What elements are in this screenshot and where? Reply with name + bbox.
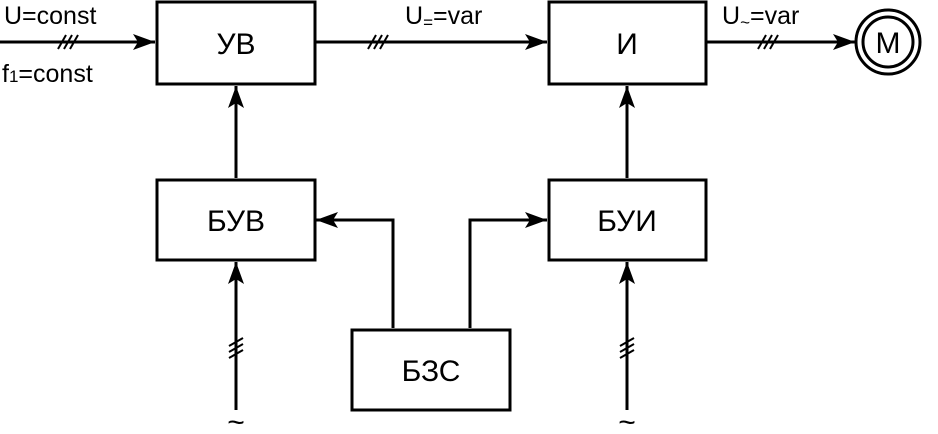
block-i-label: И: [616, 28, 638, 61]
i-to-motor-ticks: [757, 34, 779, 50]
dc-voltage-label: U==var: [405, 2, 482, 32]
block-bzs: БЗС: [350, 328, 512, 412]
input-frequency-label: f1=const: [2, 60, 93, 88]
block-bui: БУИ: [547, 178, 708, 262]
block-bzs-label: БЗС: [402, 355, 461, 388]
block-i: И: [547, 0, 708, 86]
supply-right-ticks: [619, 337, 635, 359]
block-uv: УВ: [155, 0, 317, 86]
supply-left-symbol: ~: [227, 406, 245, 434]
block-uv-label: УВ: [216, 28, 255, 61]
block-bui-label: БУИ: [597, 205, 657, 238]
supply-left-ticks: [228, 337, 244, 359]
block-buv: БУВ: [155, 178, 317, 262]
input-voltage-label: U=const: [4, 2, 96, 30]
uv-to-i-ticks: [367, 34, 389, 50]
ac-voltage-label: U~=var: [722, 2, 799, 32]
bzs-to-buv-line: [316, 212, 395, 328]
block-buv-label: БУВ: [207, 205, 265, 238]
input-line-ticks: [57, 34, 79, 50]
motor-icon: M: [854, 8, 922, 76]
bzs-to-bui-line: [468, 212, 547, 328]
supply-right-symbol: ~: [618, 406, 636, 434]
motor-label: M: [876, 27, 901, 60]
